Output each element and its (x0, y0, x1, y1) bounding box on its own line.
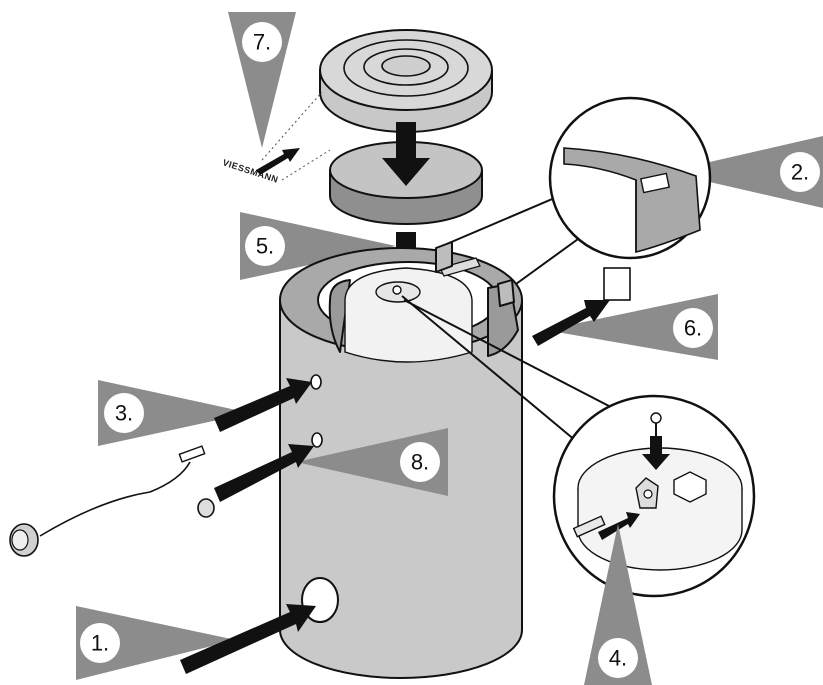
insert-arrow-icon (180, 604, 316, 674)
callout-4: 4. (584, 524, 652, 685)
zoom-clip (639, 172, 671, 194)
callout-6: 6. (545, 294, 718, 360)
sensor-face (11, 529, 29, 551)
callout-7: 7. (228, 12, 296, 148)
zoom-hex-nut (673, 471, 707, 503)
guide-line (261, 91, 323, 161)
callout-2: 2. (666, 136, 823, 208)
callout-3: 3. (98, 380, 250, 446)
pipe-stub (439, 257, 481, 277)
step-label-3: 3. (115, 401, 133, 426)
step-badge (780, 152, 820, 192)
screw-icon (392, 285, 402, 295)
screw-icon (643, 489, 653, 499)
insert-arrow-icon (214, 378, 312, 432)
callout-pointer (666, 136, 823, 208)
step-label-7: 7. (253, 30, 271, 55)
insulation-disc (329, 141, 483, 225)
callout-pointer (76, 606, 236, 680)
insert-arrow-icon (214, 444, 314, 502)
sensor-probe (178, 445, 206, 463)
insert-arrow-icon (532, 300, 610, 346)
step-label-5: 5. (256, 234, 274, 259)
down-arrow-icon (382, 122, 430, 186)
lid-ring-middle (363, 48, 449, 86)
screw-icon (650, 412, 662, 424)
step-badge (242, 22, 282, 62)
callout-pointer (240, 212, 396, 280)
zoom-vessel-side (577, 488, 743, 571)
clip-tab (435, 241, 453, 273)
storage-tank (279, 247, 523, 679)
leader-line (401, 295, 583, 447)
step-label-4: 4. (609, 646, 627, 671)
step-label-1: 1. (91, 631, 109, 656)
insert-arrow-icon (256, 148, 300, 175)
port-cap (197, 498, 215, 518)
wall-bracket (603, 267, 631, 301)
cap-port (311, 432, 323, 448)
step-badge (245, 226, 285, 266)
step-badge (673, 308, 713, 348)
sensor-cable (39, 461, 191, 537)
callout-5: 5. (240, 212, 396, 280)
detail-circle-2 (435, 96, 712, 307)
step-label-6: 6. (684, 316, 702, 341)
insert-arrow-icon (598, 512, 640, 540)
step-label-2: 2. (791, 160, 809, 185)
step-label-8: 8. (411, 450, 429, 475)
detail-circle-4 (401, 295, 756, 598)
tank-body (279, 299, 523, 679)
zoom-sensor (572, 515, 606, 538)
step-badge (104, 393, 144, 433)
tank-lid (319, 29, 493, 133)
step-badge (400, 442, 440, 482)
callout-pointer (584, 524, 652, 685)
step-badge (598, 638, 638, 678)
callout-pointer (98, 380, 250, 446)
lid-ring-outer (343, 39, 469, 97)
step-badge (80, 623, 120, 663)
leader-line (403, 299, 637, 421)
callout-1: 1. (76, 606, 236, 680)
inner-vessel (344, 267, 473, 363)
lid-ring-inner (381, 55, 431, 77)
sensor-icon (9, 445, 206, 557)
callout-8: 8. (296, 428, 448, 496)
clip-tab (497, 279, 515, 307)
down-arrow-icon (642, 436, 670, 470)
brand-label-group: VIESSMANN (221, 91, 331, 185)
callout-pointer (545, 294, 718, 360)
sensor-port (310, 374, 322, 390)
